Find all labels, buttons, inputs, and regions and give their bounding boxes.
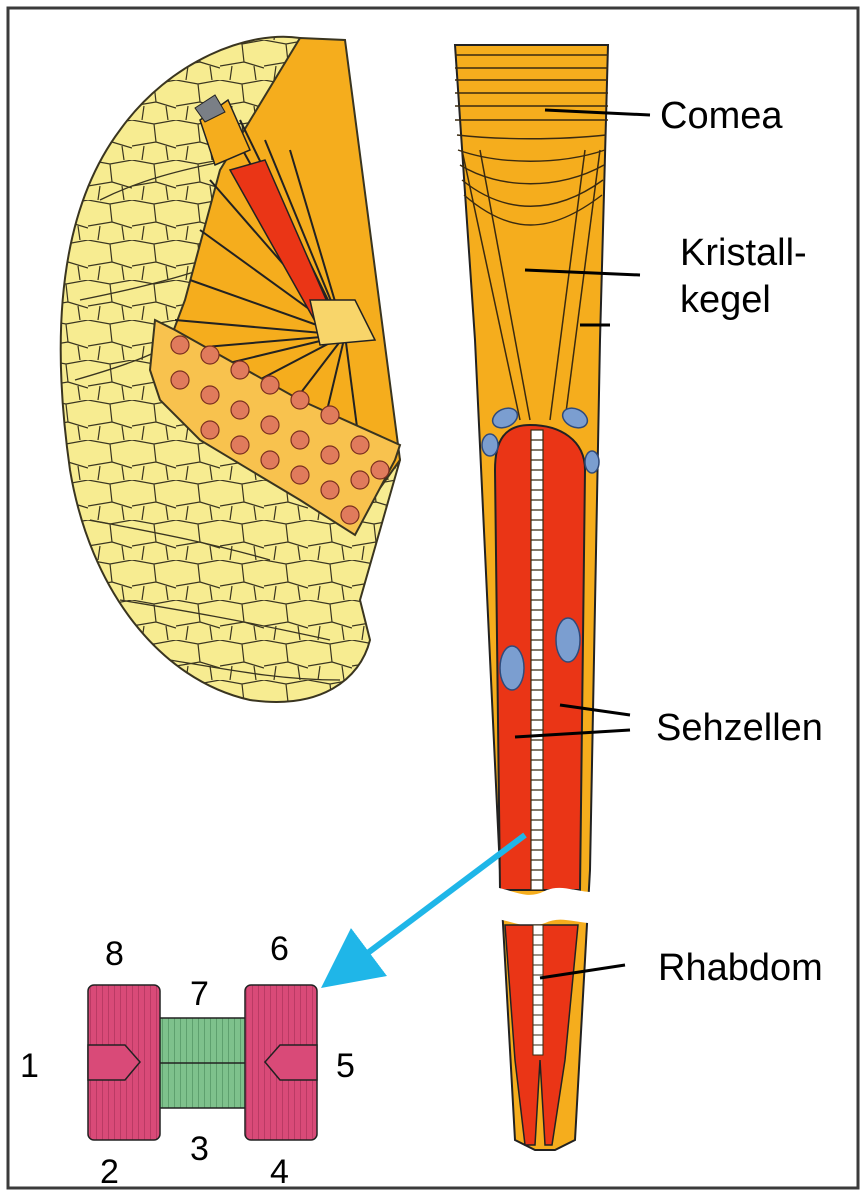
- number-3: 3: [190, 1130, 209, 1168]
- number-8: 8: [105, 935, 124, 973]
- number-1: 1: [20, 1047, 39, 1085]
- label-visual-cells: Sehzellen: [656, 707, 823, 749]
- number-4: 4: [270, 1153, 289, 1191]
- number-6: 6: [270, 930, 289, 968]
- label-cornea: Comea: [660, 95, 783, 137]
- number-5: 5: [336, 1047, 355, 1085]
- number-7: 7: [190, 975, 209, 1013]
- label-crystal-cone-2: kegel: [680, 279, 771, 321]
- label-crystal-cone-1: Kristall-: [680, 232, 807, 274]
- number-2: 2: [100, 1153, 119, 1191]
- label-rhabdom: Rhabdom: [658, 947, 823, 989]
